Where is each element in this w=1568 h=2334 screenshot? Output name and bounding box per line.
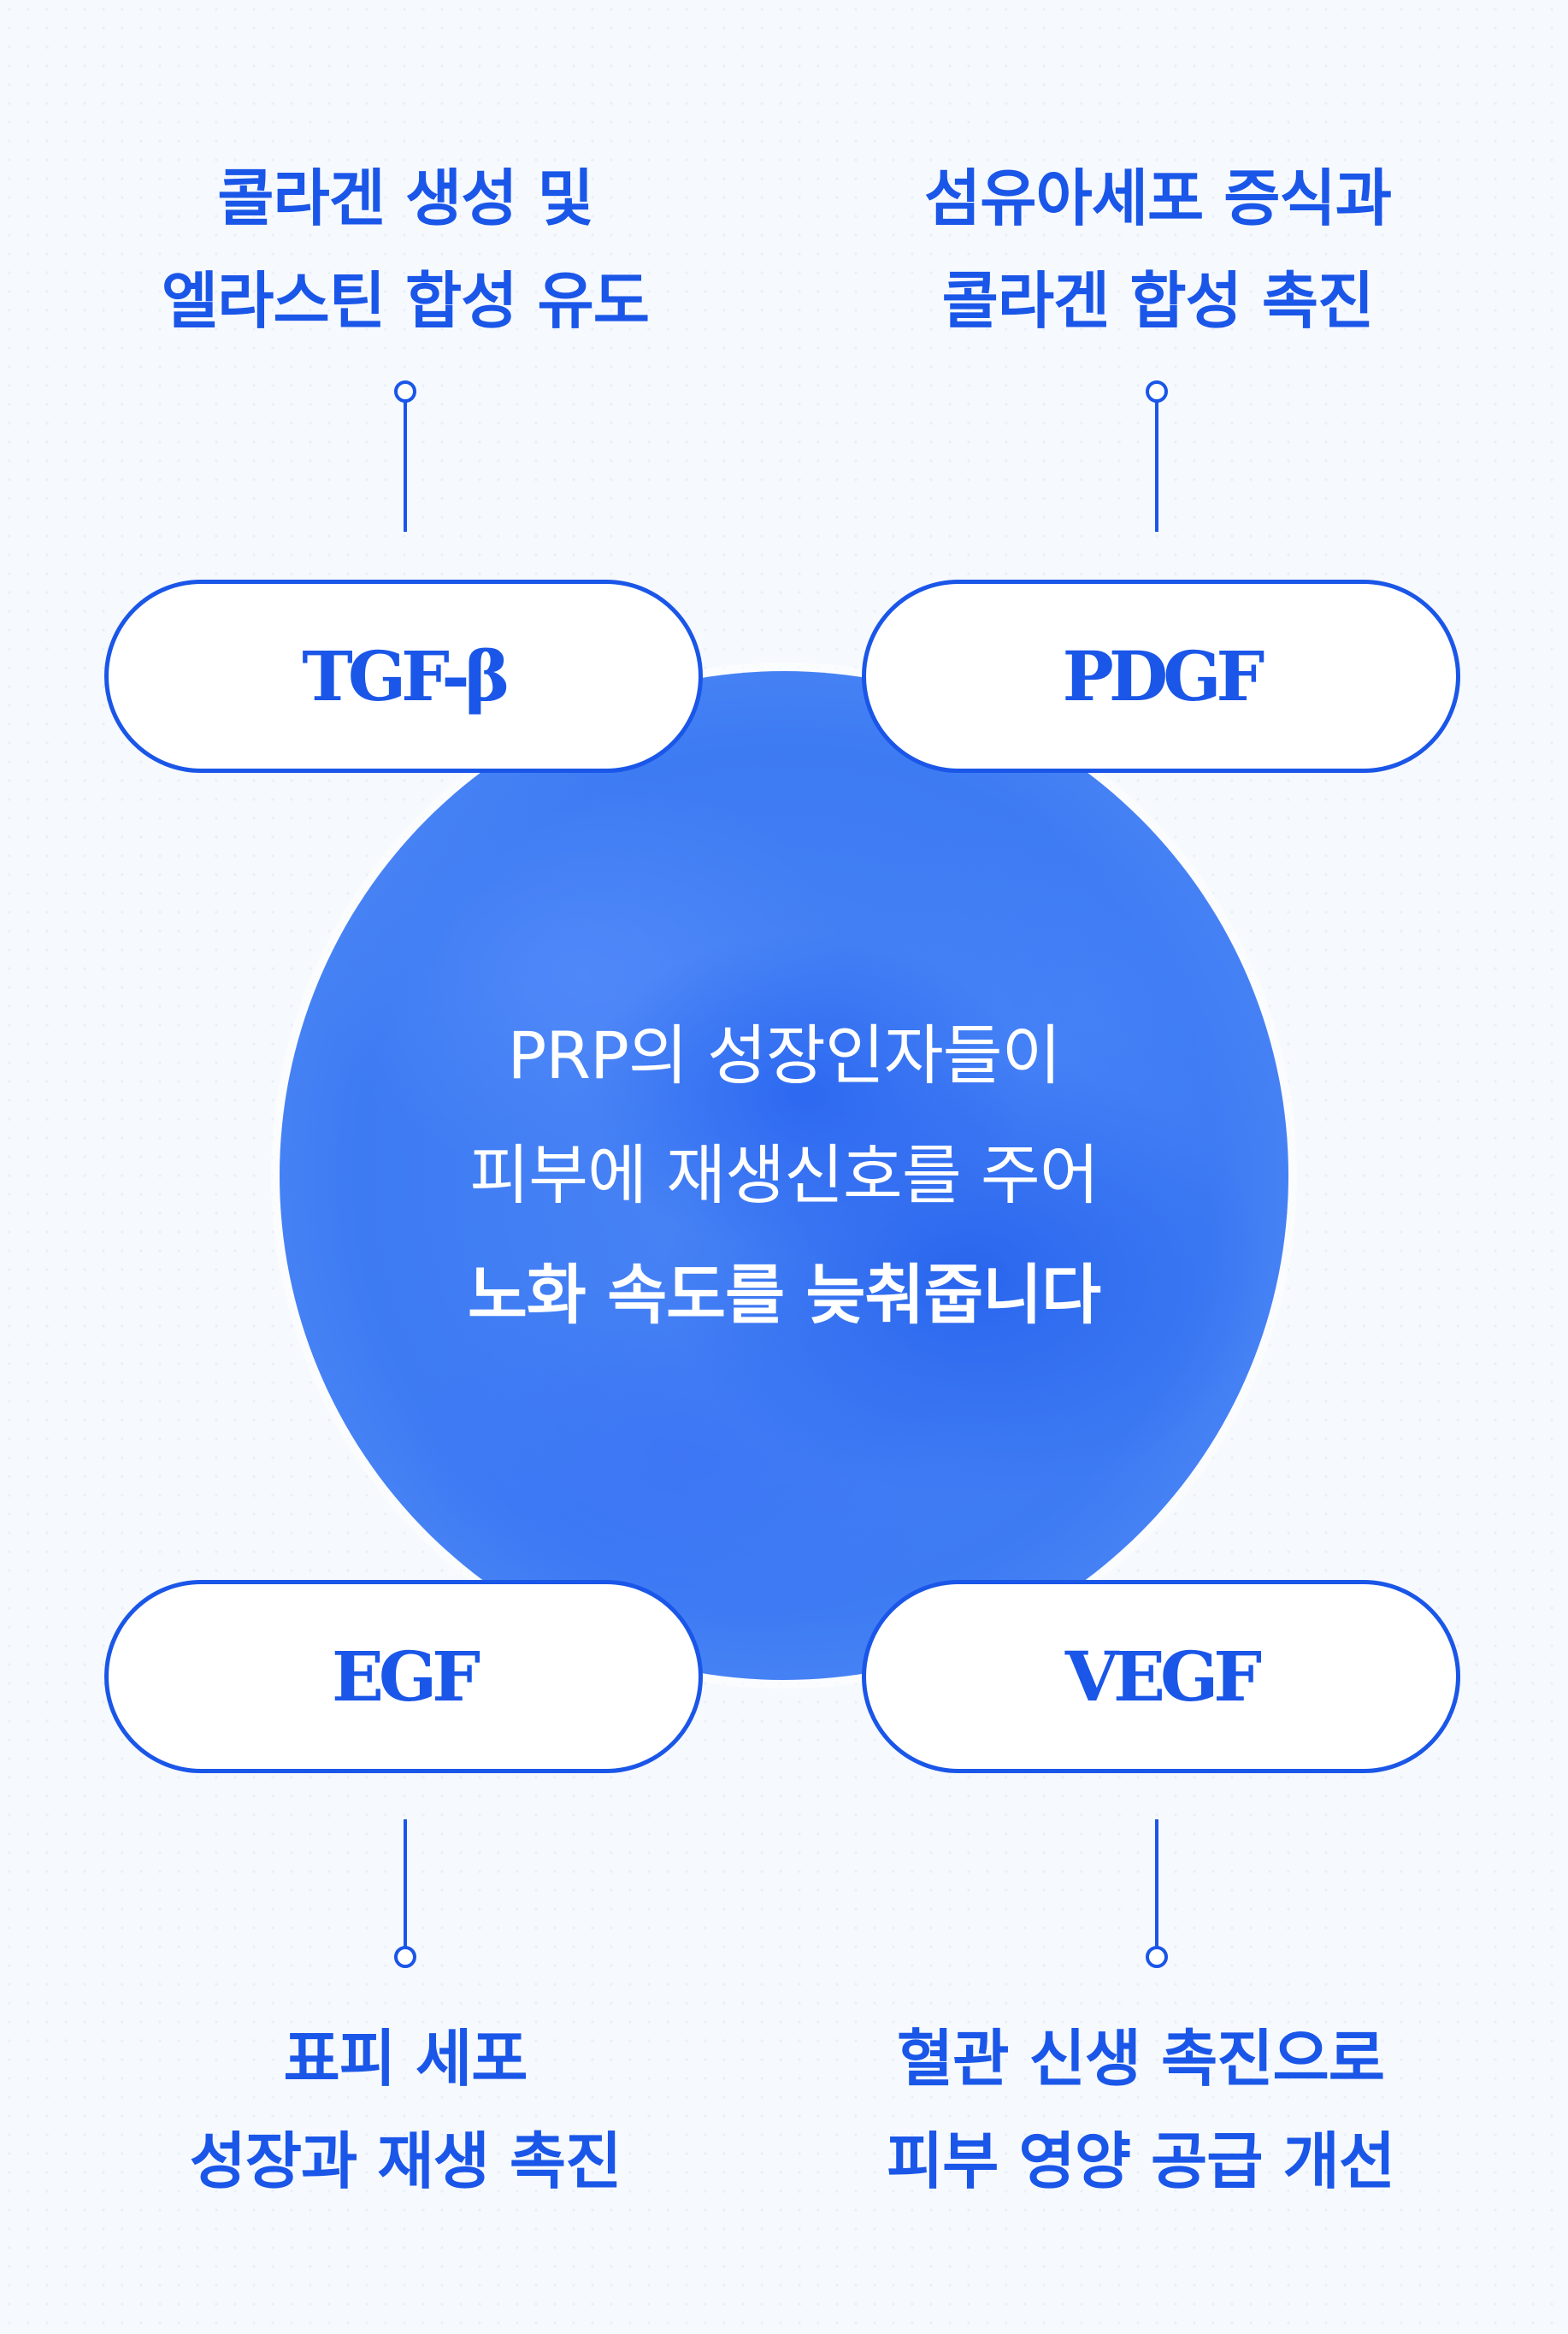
pdgf-pill: PDGF bbox=[862, 580, 1460, 773]
center-line-1: PRP의 성장인자들이 bbox=[507, 1017, 1061, 1093]
egf-connector-dot bbox=[394, 1946, 416, 1968]
tgf-description-line-1: 콜라겐 생성 및 bbox=[217, 162, 594, 234]
vegf-description-line-1: 혈관 신생 촉진으로 bbox=[896, 2023, 1385, 2095]
tgf-description-line-2: 엘라스틴 합성 유도 bbox=[161, 265, 650, 337]
vegf-connector-line bbox=[1155, 1819, 1158, 1951]
tgf-beta-label: TGF-β bbox=[302, 636, 510, 716]
pdgf-connector-dot bbox=[1146, 380, 1168, 403]
pdgf-description: 섬유아세포 증식과 콜라겐 합성 촉진 bbox=[824, 147, 1491, 352]
egf-description-line-1: 표피 세포 bbox=[283, 2023, 528, 2095]
tgf-connector-line bbox=[404, 402, 407, 532]
vegf-pill: VEGF bbox=[862, 1580, 1460, 1773]
vegf-description: 혈관 신생 촉진으로 피부 영양 공급 개선 bbox=[807, 2007, 1474, 2213]
center-message: PRP의 성장인자들이 피부에 재생신호를 주어 노화 속도를 늦춰줍니다 bbox=[280, 996, 1288, 1355]
egf-pill: EGF bbox=[104, 1580, 703, 1773]
center-line-3: 노화 속도를 늦춰줍니다 bbox=[467, 1257, 1101, 1333]
egf-description-line-2: 성장과 재생 촉진 bbox=[189, 2125, 622, 2197]
center-line-2: 피부에 재생신호를 주어 bbox=[469, 1137, 1099, 1213]
tgf-connector-dot bbox=[394, 380, 416, 403]
egf-connector-line bbox=[404, 1819, 407, 1951]
pdgf-description-line-2: 콜라겐 합성 촉진 bbox=[941, 265, 1375, 337]
vegf-label: VEGF bbox=[1064, 1636, 1262, 1717]
tgf-description: 콜라겐 생성 및 엘라스틴 합성 유도 bbox=[72, 147, 739, 352]
egf-description: 표피 세포 성장과 재생 촉진 bbox=[72, 2007, 739, 2213]
vegf-connector-dot bbox=[1146, 1946, 1168, 1968]
pdgf-label: PDGF bbox=[1062, 636, 1265, 716]
vegf-description-line-2: 피부 영양 공급 개선 bbox=[886, 2125, 1395, 2197]
egf-label: EGF bbox=[331, 1636, 480, 1717]
pdgf-description-line-1: 섬유아세포 증식과 bbox=[924, 162, 1392, 234]
pdgf-connector-line bbox=[1155, 402, 1158, 532]
center-circle bbox=[280, 671, 1288, 1680]
tgf-beta-pill: TGF-β bbox=[104, 580, 703, 773]
